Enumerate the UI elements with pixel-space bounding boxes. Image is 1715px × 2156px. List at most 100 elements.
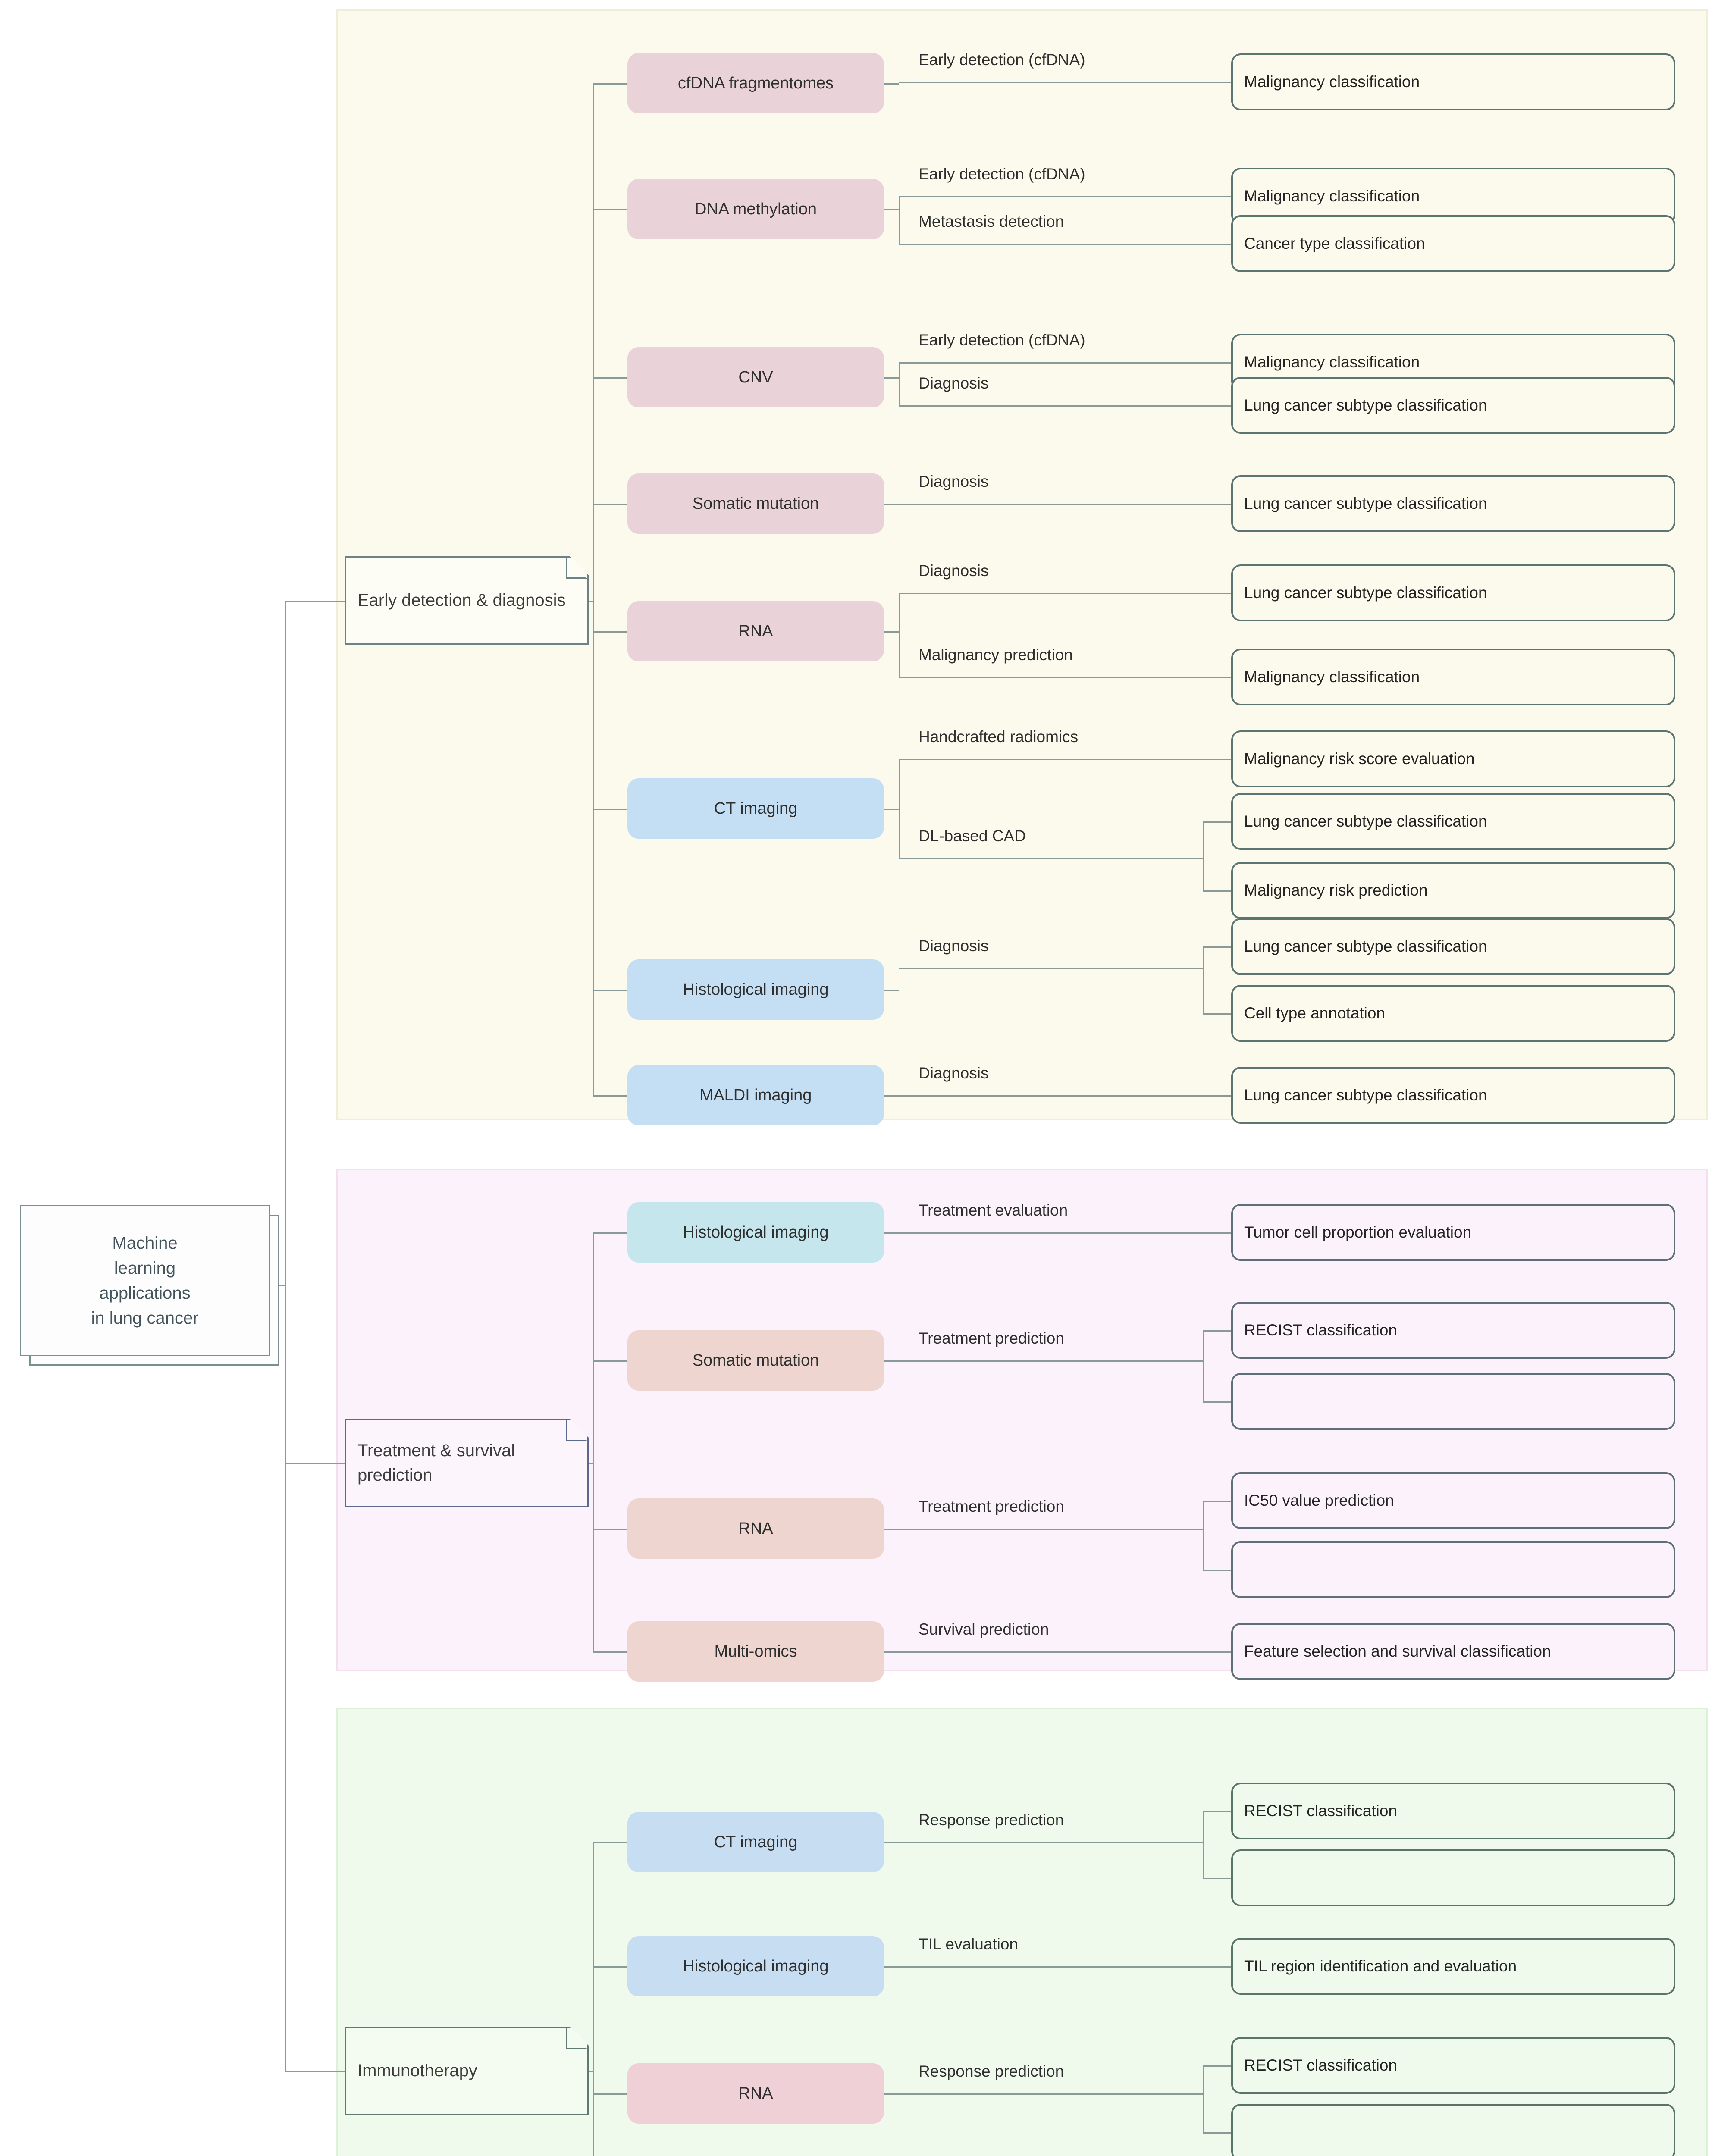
connector-line [1203, 890, 1231, 892]
connector-line [899, 677, 1231, 678]
connector-line [1203, 821, 1204, 890]
connector-line [593, 990, 627, 991]
outcome-box[interactable] [1231, 1541, 1675, 1598]
data-type-node-cfdna-fragmentomes[interactable]: cfDNA fragmentomes [627, 53, 884, 113]
connector-line [1203, 1330, 1231, 1332]
connector-line [899, 196, 1231, 197]
connector-line [593, 1232, 627, 1234]
outcome-box[interactable]: Tumor cell proportion evaluation [1231, 1204, 1675, 1261]
outcome-box[interactable]: TIL region identification and evaluation [1231, 1938, 1675, 1995]
data-type-node-cnv[interactable]: CNV [627, 347, 884, 407]
outcome-box[interactable]: IC50 value prediction [1231, 1472, 1675, 1529]
data-type-node-multi-omics[interactable]: Multi-omics [627, 1621, 884, 1682]
connector-line [899, 405, 1231, 407]
outcome-box[interactable] [1231, 1849, 1675, 1906]
connector-line [899, 196, 900, 244]
connector-line [884, 1651, 899, 1653]
connector-line [899, 1360, 1203, 1362]
connector-line [884, 1529, 899, 1530]
data-type-node-histological-imaging[interactable]: Histological imaging [627, 1936, 884, 1996]
outcome-box[interactable]: Lung cancer subtype classification [1231, 564, 1675, 621]
category-node-early-detection-diagnosis[interactable]: Early detection & diagnosis [345, 556, 589, 645]
outcome-box[interactable]: Malignancy risk score evaluation [1231, 730, 1675, 787]
outcome-box[interactable]: Lung cancer subtype classification [1231, 1067, 1675, 1124]
data-type-node-histological-imaging[interactable]: Histological imaging [627, 959, 884, 1020]
task-label: Early detection (cfDNA) [919, 331, 1085, 349]
category-label: Immunotherapy [357, 2061, 477, 2081]
data-type-node-ct-imaging[interactable]: CT imaging [627, 1812, 884, 1872]
connector-line [899, 82, 1231, 83]
task-label: Treatment prediction [919, 1498, 1064, 1515]
outcome-box[interactable]: Feature selection and survival classific… [1231, 1623, 1675, 1680]
data-type-node-ct-imaging[interactable]: CT imaging [627, 778, 884, 839]
outcome-box[interactable]: Lung cancer subtype classification [1231, 918, 1675, 975]
connector-line [899, 1651, 1231, 1653]
connector-line [593, 209, 627, 210]
data-type-node-maldi-imaging[interactable]: MALDI imaging [627, 1065, 884, 1125]
outcome-box[interactable]: Lung cancer subtype classification [1231, 793, 1675, 850]
outcome-box[interactable]: Cell type annotation [1231, 985, 1675, 1042]
task-label: Diagnosis [919, 1064, 989, 1082]
data-type-node-rna[interactable]: RNA [627, 601, 884, 661]
connector-line [884, 1232, 899, 1234]
connector-line [1203, 2132, 1231, 2134]
outcome-box[interactable]: RECIST classification [1231, 1302, 1675, 1359]
connector-line [899, 362, 900, 405]
connector-line [1203, 2065, 1204, 2132]
connector-line [884, 1966, 899, 1968]
task-label: Treatment evaluation [919, 1201, 1068, 1219]
outcome-box[interactable]: RECIST classification [1231, 2037, 1675, 2094]
connector-line [593, 377, 627, 379]
connector-line [593, 1651, 627, 1653]
outcome-box[interactable]: Malignancy classification [1231, 53, 1675, 110]
outcome-box[interactable]: RECIST classification [1231, 1783, 1675, 1839]
task-label: Diagnosis [919, 473, 989, 490]
connector-line [884, 990, 899, 991]
connector-line [593, 1529, 627, 1530]
connector-line [1203, 2065, 1231, 2067]
outcome-box[interactable]: Malignancy classification [1231, 649, 1675, 705]
outcome-box[interactable]: Cancer type classification [1231, 215, 1675, 272]
outcome-box[interactable]: Lung cancer subtype classification [1231, 377, 1675, 434]
connector-line [285, 1463, 345, 1464]
data-type-node-dna-methylation[interactable]: DNA methylation [627, 179, 884, 239]
data-type-node-histological-imaging[interactable]: Histological imaging [627, 1202, 884, 1263]
connector-line [899, 593, 1231, 594]
connector-line [899, 1966, 1231, 1968]
connector-line [899, 244, 1231, 245]
connector-line [285, 2071, 345, 2072]
category-label: Treatment & survival prediction [357, 1441, 515, 1485]
connector-line [1203, 1501, 1204, 1570]
outcome-box[interactable]: Malignancy risk prediction [1231, 862, 1675, 919]
outcome-box[interactable] [1231, 2104, 1675, 2156]
category-node-immunotherapy[interactable]: Immunotherapy [345, 2027, 589, 2115]
connector-line [1203, 821, 1231, 823]
connector-line [593, 808, 627, 810]
connector-line [899, 2093, 1203, 2095]
task-label: Diagnosis [919, 374, 989, 392]
connector-line [899, 504, 1231, 505]
data-type-node-rna[interactable]: RNA [627, 1498, 884, 1559]
task-label: Early detection (cfDNA) [919, 165, 1085, 183]
connector-line [899, 362, 1231, 364]
task-label: TIL evaluation [919, 1935, 1019, 1953]
connector-line [899, 1842, 1203, 1843]
data-type-node-somatic-mutation[interactable]: Somatic mutation [627, 1330, 884, 1391]
connector-line [1203, 1330, 1204, 1401]
connector-line [884, 1095, 899, 1097]
connector-line [593, 1842, 627, 1843]
data-type-node-rna[interactable]: RNA [627, 2063, 884, 2124]
connector-line [884, 209, 899, 210]
task-label: Metastasis detection [919, 213, 1064, 230]
connector-line [285, 600, 286, 2071]
connector-line [899, 1095, 1231, 1097]
data-type-node-somatic-mutation[interactable]: Somatic mutation [627, 473, 884, 534]
outcome-box[interactable]: Lung cancer subtype classification [1231, 475, 1675, 532]
outcome-box[interactable] [1231, 1373, 1675, 1430]
connector-line [589, 600, 593, 602]
connector-line [1203, 1013, 1231, 1015]
task-label: Response prediction [919, 1811, 1064, 1829]
category-node-treatment-survival-prediction[interactable]: Treatment & survival prediction [345, 1419, 589, 1507]
